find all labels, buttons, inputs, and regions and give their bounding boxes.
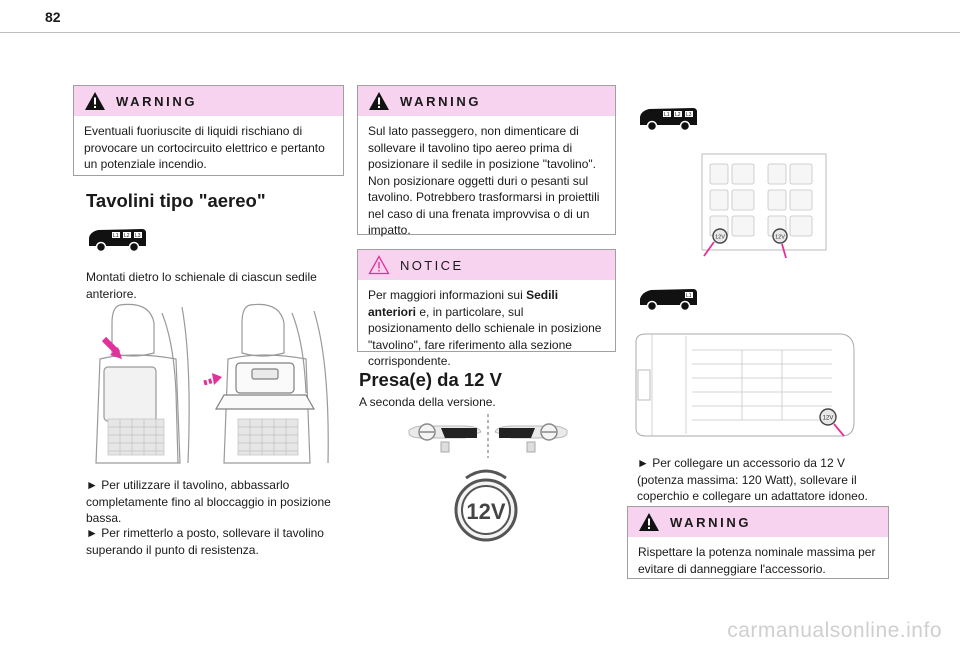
- van-badge-2: L2: [124, 233, 130, 239]
- van-silhouette-icon: L1 L2 L3: [640, 108, 697, 132]
- van-badge-3: L3: [135, 233, 141, 239]
- van-badge-1: L1: [664, 112, 670, 118]
- tables-step-1: ► Per utilizzare il tavolino, abbassarlo…: [86, 478, 331, 525]
- section-heading-12v: Presa(e) da 12 V: [359, 369, 502, 390]
- tables-step-2: ► Per rimetterlo a posto, sollevare il t…: [86, 526, 324, 557]
- socket-step: ► Per collegare un accessorio da 12 V (p…: [637, 456, 868, 503]
- warning-header: WARNING: [74, 86, 343, 116]
- notice-box-front-seats: NOTICE Per maggiori informazioni sui Sed…: [357, 249, 616, 368]
- notice-link-front-seats: Sedili anteriori: [368, 288, 559, 319]
- van-silhouette-icon: L1 L2 L3: [89, 229, 146, 253]
- notice-title: NOTICE: [400, 257, 464, 273]
- dashboard-versions-icon: [408, 414, 568, 458]
- socket-marker-label: 12V: [823, 416, 834, 422]
- tables-intro: Montati dietro lo schienale di ciascun s…: [86, 270, 317, 301]
- warning-title: WARNING: [670, 514, 752, 530]
- van-seat-plan-diagram: 12V 12V: [701, 153, 827, 259]
- warning-box-liquids: WARNING Eventuali fuoriuscite di liquidi…: [73, 85, 344, 176]
- warning-box-power: WARNING Rispettare la potenza nominale m…: [627, 506, 889, 579]
- socket-marker-label: 12V: [775, 235, 785, 241]
- warning-triangle-icon: [639, 513, 659, 531]
- header-rule: [0, 32, 960, 33]
- cargo-area-plan-diagram: 12V: [635, 333, 855, 437]
- socket-marker-label: 12V: [715, 235, 725, 241]
- warning-header: WARNING: [628, 507, 888, 537]
- page-number: 82: [45, 9, 61, 25]
- socket-12v-icon: 12V: [454, 469, 518, 542]
- warning-text: Eventuali fuoriuscite di liquidi rischia…: [84, 124, 325, 171]
- notice-triangle-icon: [368, 255, 390, 275]
- warning-title: WARNING: [400, 93, 482, 109]
- warning-text: Sul lato passeggero, non dimenticare di …: [368, 124, 600, 237]
- warning-header: WARNING: [358, 86, 615, 116]
- notice-header: NOTICE: [358, 250, 615, 280]
- warning-triangle-icon: [85, 92, 105, 110]
- utility-badge: L1: [686, 293, 692, 299]
- watermark: carmanualsonline.info: [727, 619, 942, 642]
- van-badge-3: L3: [686, 112, 692, 118]
- warning-text: Rispettare la potenza nominale massima p…: [638, 545, 876, 576]
- seat-table-illustration: [95, 303, 329, 464]
- socket-intro: A seconda della versione.: [359, 395, 496, 409]
- van-badge-2: L2: [675, 112, 681, 118]
- utility-van-icon: L1: [640, 289, 697, 312]
- warning-triangle-icon: [369, 92, 389, 110]
- warning-title: WARNING: [116, 93, 198, 109]
- section-heading-tables: Tavolini tipo "aereo": [86, 190, 266, 211]
- notice-text: Per maggiori informazioni sui Sedili ant…: [368, 288, 602, 368]
- socket-label: 12V: [466, 499, 505, 524]
- warning-box-passenger: WARNING Sul lato passeggero, non dimenti…: [357, 85, 616, 237]
- van-badge-1: L1: [113, 233, 119, 239]
